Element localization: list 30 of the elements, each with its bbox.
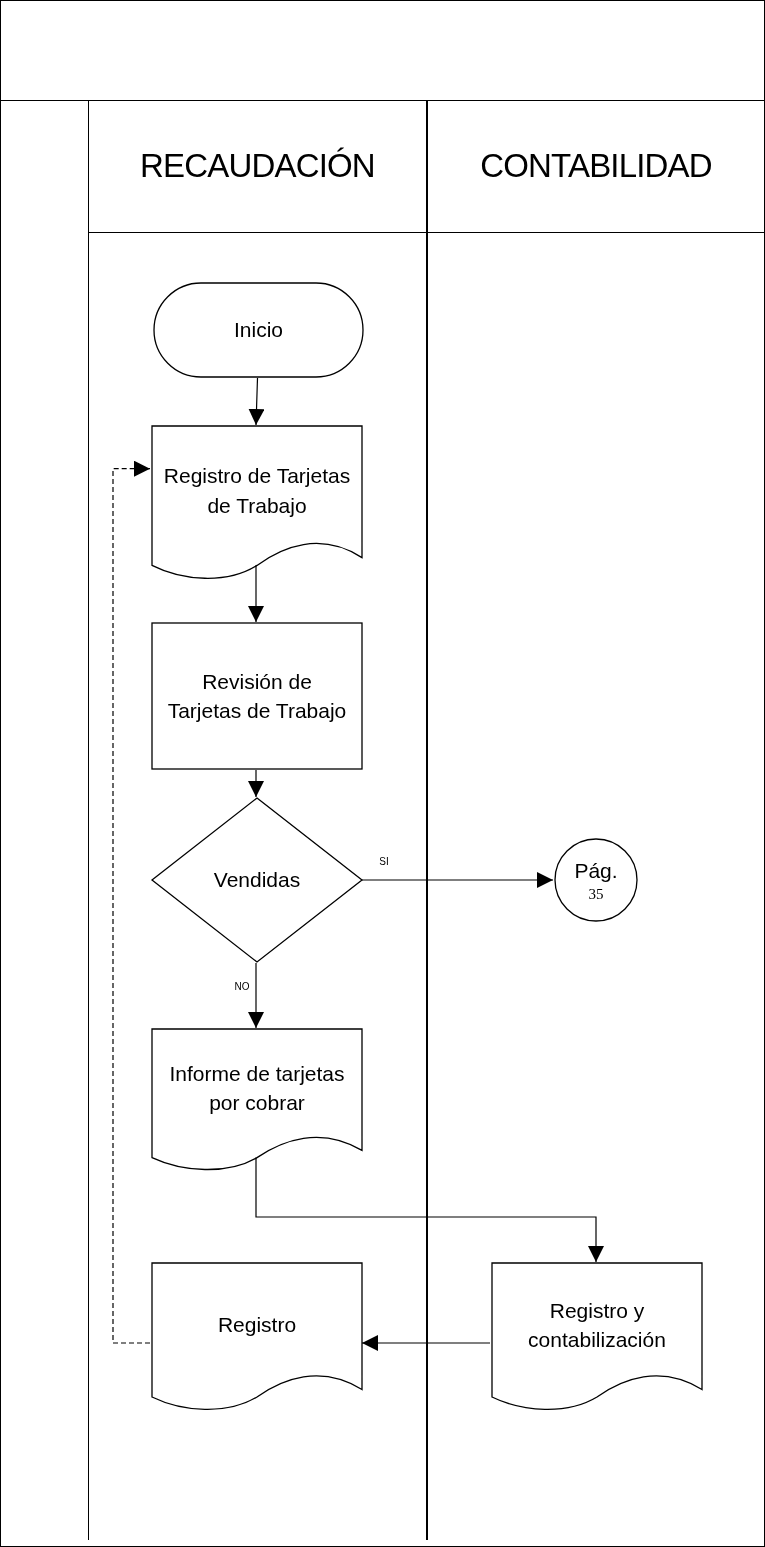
process-box: [151, 622, 363, 770]
node-text: Registro: [217, 1312, 297, 1339]
document-shape: [151, 1028, 363, 1172]
swimlane: [88, 100, 427, 1540]
arrow: [248, 769, 264, 798]
node-text: Pág.: [574, 857, 618, 884]
swimlane: [427, 100, 765, 1540]
edge-label: NO: [233, 982, 251, 992]
node-text: 35: [588, 885, 604, 905]
node-text: Inicio: [234, 317, 283, 344]
lane-title: RECAUDACIÓN: [140, 146, 375, 187]
edge-label: SI: [378, 857, 390, 867]
arrow: [248, 377, 265, 426]
node-text: Informe de tarjetas por cobrar: [168, 1061, 346, 1117]
document-shape: [151, 1262, 363, 1412]
node-text: Registro de Tarjetas de Trabajo: [163, 463, 351, 519]
decision-diamond: [151, 797, 363, 963]
arrow: [248, 962, 264, 1029]
arrow: [361, 872, 554, 888]
page-connector-circle: [554, 838, 638, 922]
document-shape: [151, 425, 363, 581]
node-text: Revisión de Tarjetas de Trabajo: [166, 668, 348, 724]
document-shape: [491, 1262, 703, 1412]
node-text: Registro y contabilización: [527, 1297, 667, 1353]
arrow: [248, 564, 264, 623]
arrow: [112, 460, 151, 1344]
arrow: [361, 1335, 491, 1351]
lane-title: CONTABILIDAD: [480, 146, 712, 187]
node-text: Vendidas: [213, 867, 301, 894]
arrow: [255, 1157, 604, 1263]
